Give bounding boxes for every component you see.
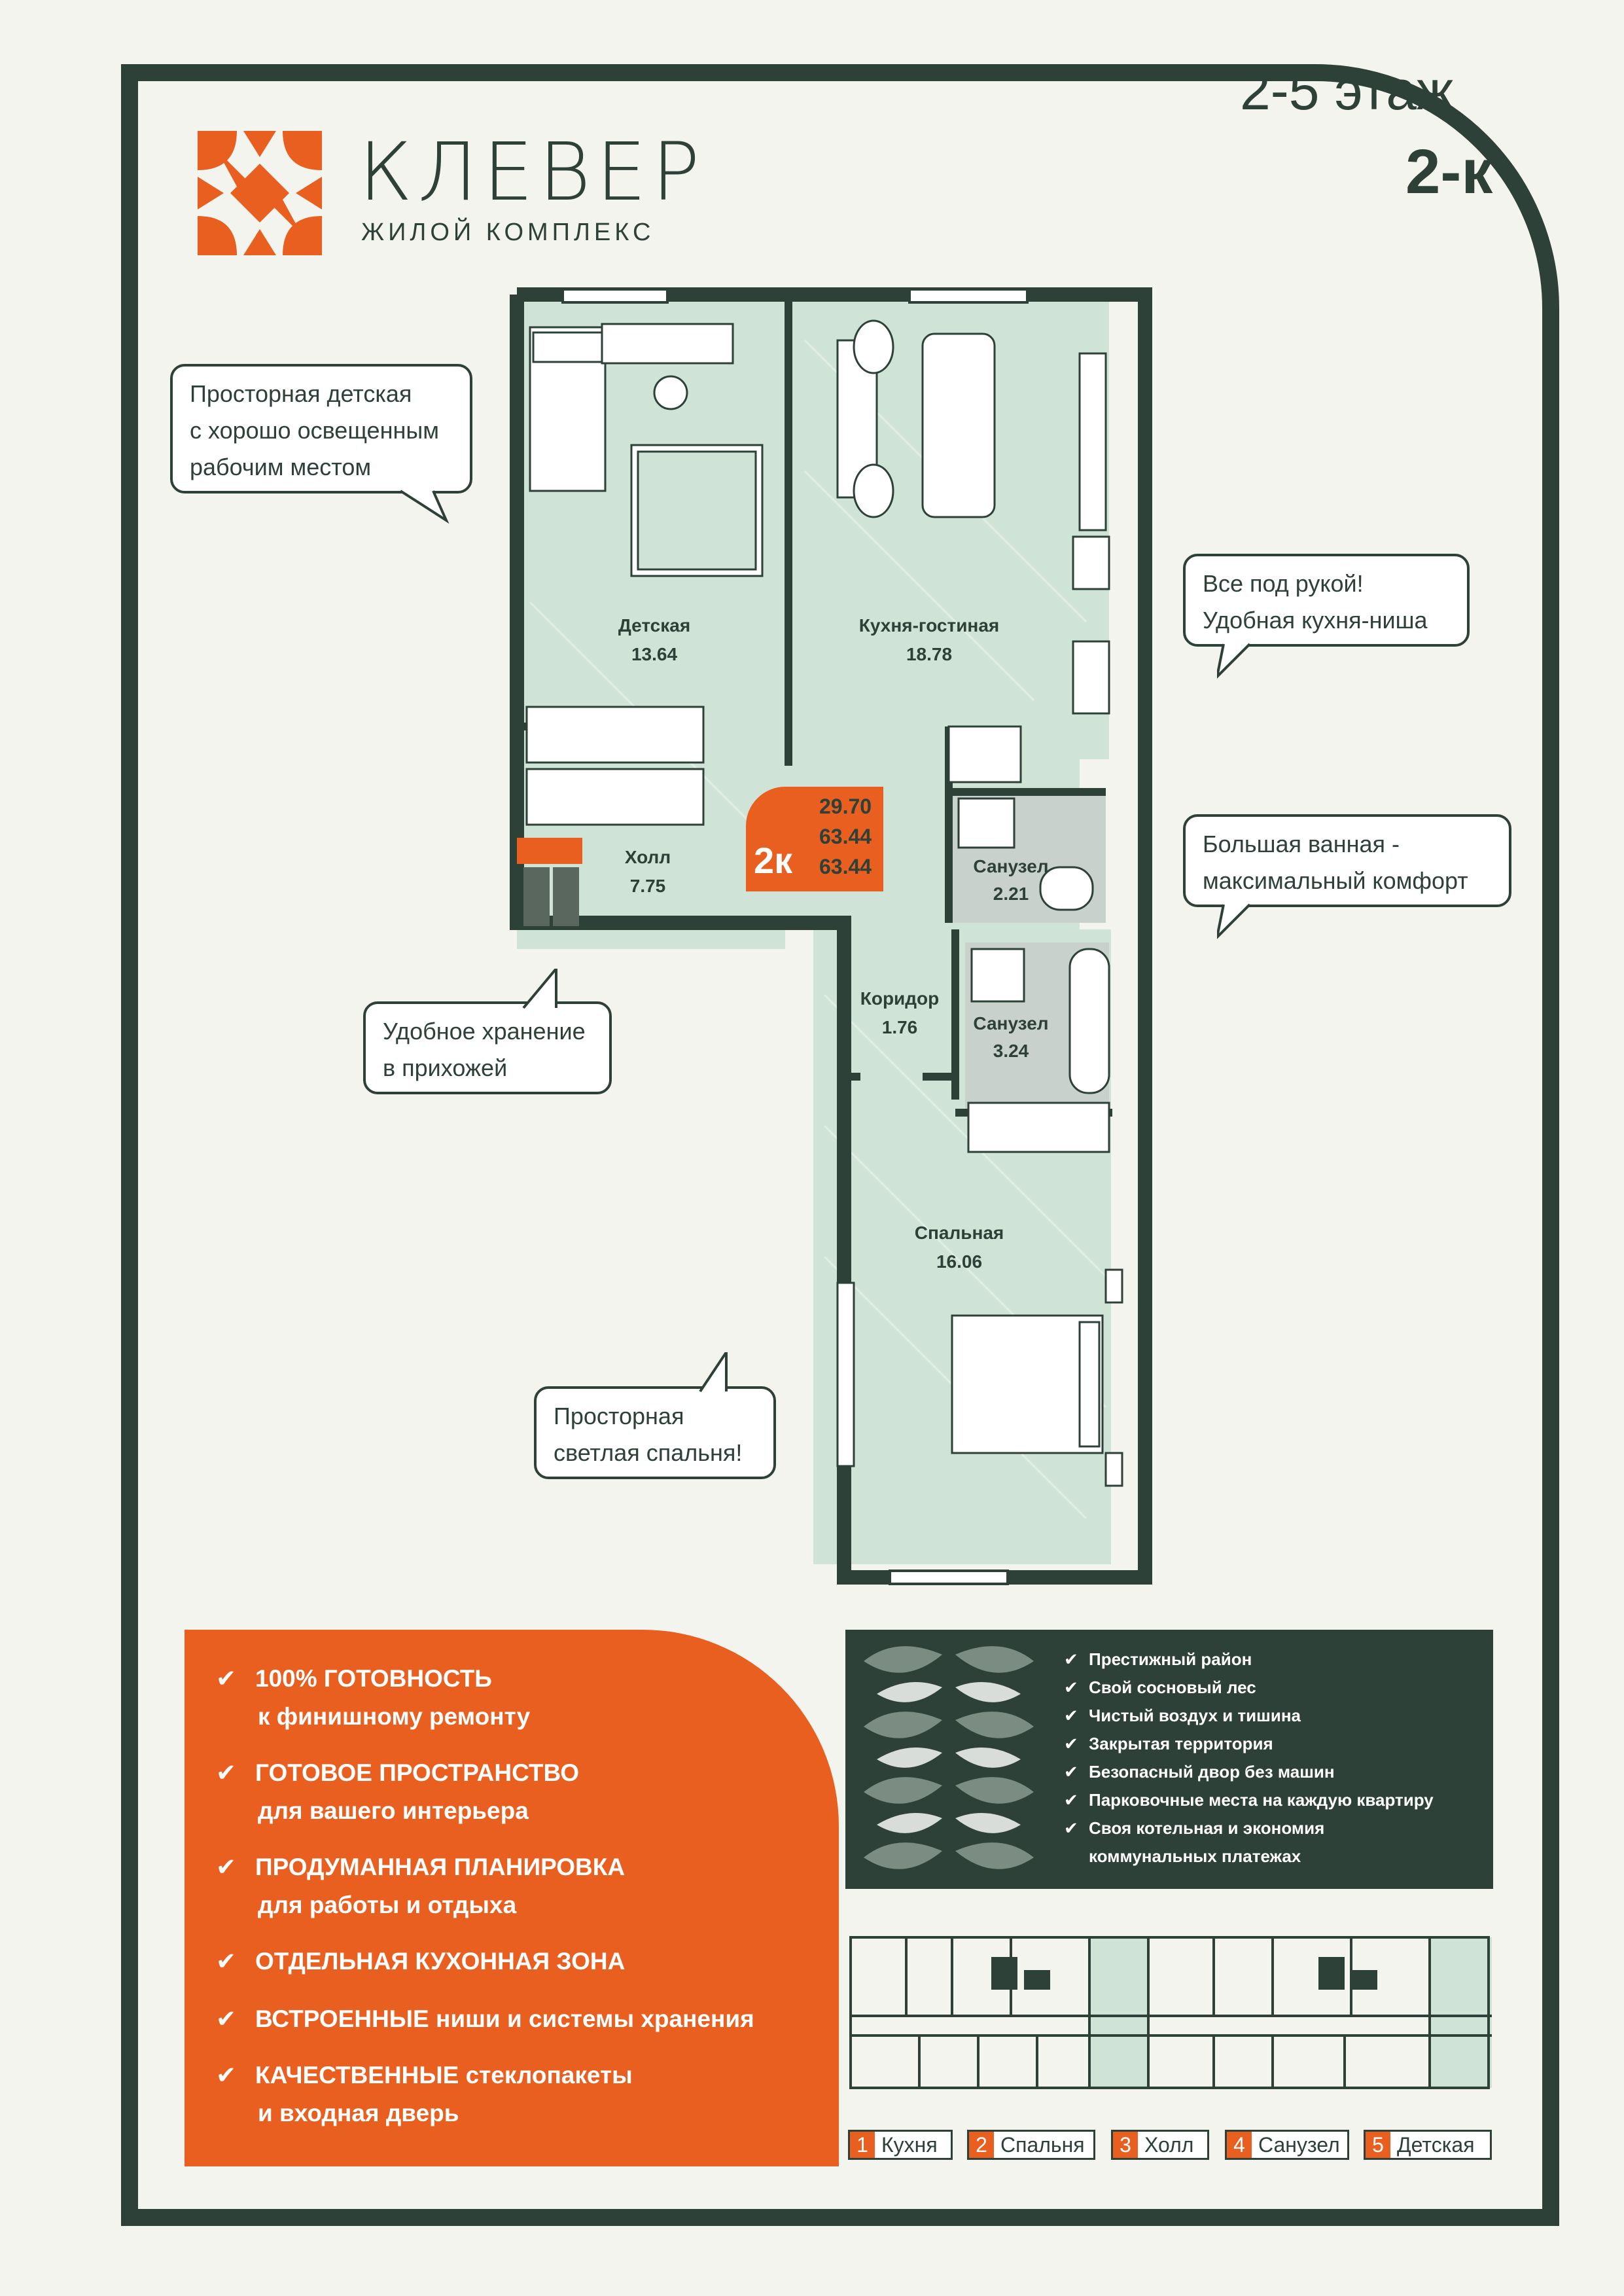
logo-title: КЛЕВЕР (359, 126, 705, 219)
badge-living-area: 29.70 (819, 795, 872, 818)
room-name-bath2: Санузел (973, 1013, 1049, 1033)
bubble-kitchen: Все под рукой! Удобная кухня-ниша (1183, 554, 1470, 647)
benefits-panel (845, 1630, 1493, 1889)
check-icon: ✔ (216, 2005, 237, 2032)
area-badge: 2к 29.70 63.44 63.44 (746, 787, 883, 891)
entrance-icon (517, 838, 582, 926)
benefit-item: ✔Чистый воздух и тишина (1064, 1702, 1301, 1730)
room-name-bedroom: Спальная (914, 1223, 1004, 1243)
benefit-item: ✔Престижный район (1064, 1645, 1252, 1674)
benefit-item: ✔Свой сосновый лес (1064, 1674, 1256, 1702)
badge-total-area: 63.44 (819, 825, 872, 848)
room-area-bedroom: 16.06 (936, 1251, 983, 1272)
check-icon: ✔ (216, 1854, 237, 1880)
room-name-hall: Холл (624, 847, 671, 867)
bubble-tail (522, 969, 557, 1009)
floor-plan (510, 287, 1152, 1585)
floor-range: 2-5 этаж (1240, 60, 1454, 121)
feature-item: ✔ГОТОВОЕ ПРОСТРАНСТВО для вашего интерье… (216, 1754, 579, 1830)
bubble-tail (400, 490, 450, 524)
room-area-kids: 13.64 (631, 644, 678, 664)
bubble-tail (1217, 903, 1251, 939)
room-name-bath1: Санузел (973, 856, 1049, 876)
check-icon: ✔ (216, 1948, 237, 1975)
check-icon: ✔ (1064, 1734, 1078, 1753)
bubble-tail (699, 1352, 728, 1393)
room-area-hall: 7.75 (629, 876, 666, 896)
bubble-tail (1217, 643, 1251, 679)
room-area-corridor: 1.76 (881, 1017, 918, 1037)
feature-item: ✔ПРОДУМАННАЯ ПЛАНИРОВКА для работы и отд… (216, 1848, 625, 1924)
room-name-kitchen: Кухня-гостиная (858, 615, 1000, 636)
room-area-kitchen: 18.78 (906, 644, 953, 664)
feature-item: ✔100% ГОТОВНОСТЬ к финишному ремонту (216, 1660, 530, 1736)
floor-overview-plan (847, 1931, 1495, 2094)
benefit-item-continued: коммунальных платежах (1089, 1846, 1301, 1866)
badge-total-area-2: 63.44 (819, 855, 872, 878)
check-icon: ✔ (1064, 1818, 1078, 1838)
check-icon: ✔ (1064, 1790, 1078, 1810)
apartment-type: 2-к (1405, 137, 1493, 207)
bubble-bedroom: Просторная светлая спальня! (534, 1386, 776, 1479)
feature-item: ✔ВСТРОЕННЫЕ ниши и системы хранения (216, 2000, 754, 2038)
room-name-kids: Детская (618, 615, 691, 636)
badge-type: 2к (754, 840, 793, 881)
clover-logo-icon (198, 131, 322, 255)
room-area-bath2: 3.24 (993, 1041, 1029, 1061)
benefit-item: ✔Безопасный двор без машин (1064, 1758, 1335, 1786)
feature-item: ✔КАЧЕСТВЕННЫЕ стеклопакеты и входная две… (216, 2056, 633, 2132)
check-icon: ✔ (1064, 1762, 1078, 1782)
room-area-bath1: 2.21 (993, 884, 1029, 904)
leaf-pattern-icon (864, 1646, 1034, 1869)
check-icon: ✔ (1064, 1649, 1078, 1669)
benefit-item: ✔Своя котельная и экономия (1064, 1814, 1324, 1842)
benefit-item: ✔Парковочные места на каждую квартиру (1064, 1786, 1434, 1814)
check-icon: ✔ (1064, 1677, 1078, 1697)
check-icon: ✔ (216, 1665, 237, 1692)
check-icon: ✔ (1064, 1706, 1078, 1725)
benefit-item: ✔Закрытая территория (1064, 1730, 1273, 1758)
bubble-bathroom: Большая ванная - максимальный комфорт (1183, 814, 1511, 907)
features-panel (185, 1630, 839, 2166)
bubble-kids-room: Просторная детская с хорошо освещенным р… (170, 364, 472, 493)
feature-item: ✔ОТДЕЛЬНАЯ КУХОННАЯ ЗОНА (216, 1943, 625, 1981)
check-icon: ✔ (216, 2062, 237, 2089)
bubble-storage: Удобное хранение в прихожей (363, 1001, 612, 1094)
logo-subtitle: ЖИЛОЙ КОМПЛЕКС (361, 219, 655, 246)
room-name-corridor: Коридор (860, 988, 940, 1009)
check-icon: ✔ (216, 1759, 237, 1786)
